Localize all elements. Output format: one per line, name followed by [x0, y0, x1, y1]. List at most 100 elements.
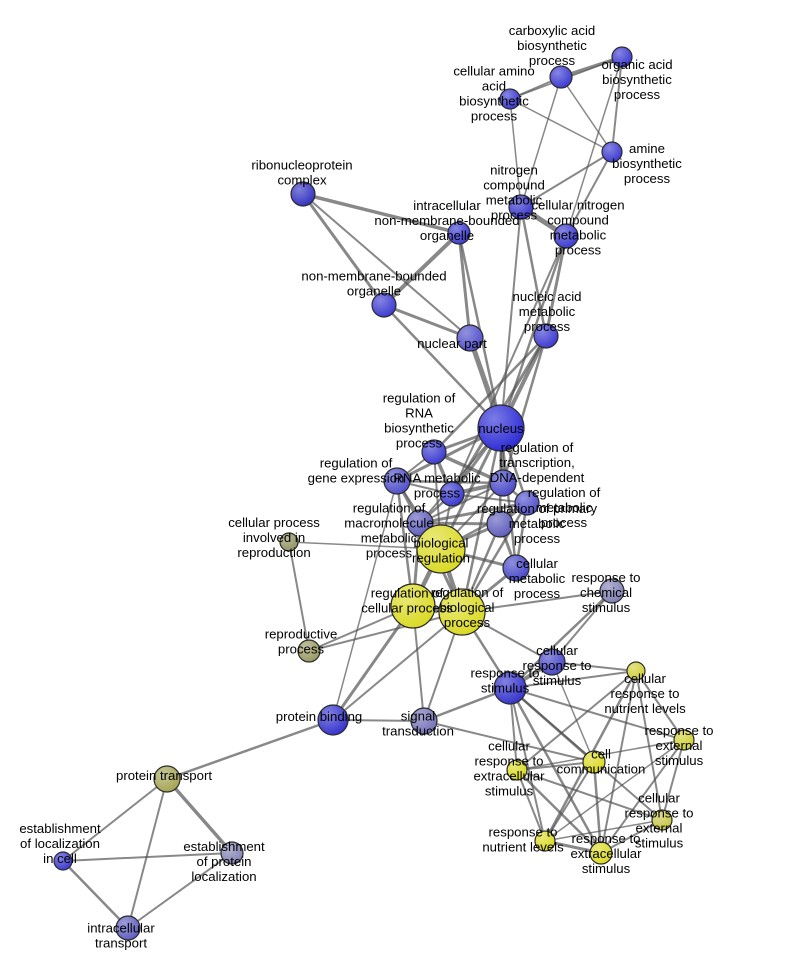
- edge-cellular-response-to-nutrient-levels--response-to-external-stimulus: [635, 670, 685, 741]
- edge-cell-communication--signal-transduction: [423, 720, 595, 763]
- node-intracellular-non-membrane-bounded-organelle[interactable]: [447, 221, 471, 245]
- label-nuclear-part: nuclear part: [417, 336, 487, 351]
- node-organic-acid-biosynthetic-process[interactable]: [611, 46, 633, 68]
- node-establishment-of-protein-localization[interactable]: [220, 841, 244, 865]
- edge-establishment-of-protein-localization--intracellular-transport: [127, 852, 233, 929]
- node-cellular-response-to-nutrient-levels[interactable]: [626, 661, 646, 681]
- node-regulation-of-gene-expression[interactable]: [383, 467, 411, 495]
- node-regulation-of-rna-biosynthetic-process[interactable]: [421, 439, 447, 465]
- node-regulation-of-metabolic-process[interactable]: [514, 490, 540, 516]
- node-amine-biosynthetic-process[interactable]: [601, 141, 623, 163]
- node-cellular-response-to-external-stimulus[interactable]: [651, 809, 673, 831]
- node-nucleic-acid-metabolic-process[interactable]: [533, 323, 559, 349]
- node-regulation-of-primary-metabolic-process[interactable]: [486, 510, 514, 538]
- edge-cellular-response-to-stimulus--cell-communication: [551, 661, 595, 763]
- edge-cellular-response-to-extracellular-stimulus--cellular-response-to-external-stimulus: [516, 769, 663, 821]
- node-reproductive-process[interactable]: [297, 639, 321, 663]
- node-ribonucleoprotein-complex[interactable]: [290, 181, 316, 207]
- edge-regulation-of-macromolecule-metabolic-process--regulation-of-metabolic-process: [418, 501, 529, 525]
- node-cellular-response-to-stimulus[interactable]: [538, 648, 566, 676]
- edge-response-to-stimulus--cellular-response-to-nutrient-levels: [509, 670, 637, 689]
- edge-cellular-process-involved-in-reproduction--biological-regulation: [288, 541, 442, 550]
- node-carboxylic-acid-biosynthetic-process[interactable]: [549, 65, 573, 89]
- edge-cellular-amino-acid-biosynthetic-process--nitrogen-compound-metabolic-process: [509, 98, 522, 208]
- edge-protein-binding--protein-transport: [165, 718, 335, 781]
- edge-cell-communication--response-to-nutrient-levels: [544, 761, 595, 842]
- node-non-membrane-bounded-organelle[interactable]: [371, 292, 397, 318]
- edge-amine-biosynthetic-process--nitrogen-compound-metabolic-process: [520, 151, 613, 208]
- node-cellular-metabolic-process[interactable]: [502, 554, 530, 582]
- edge-cellular-amino-acid-biosynthetic-process--amine-biosynthetic-process: [509, 98, 613, 153]
- edge-regulation-of-transcription-dna-dependent--regulation-of-macromolecule-metabolic-process: [419, 482, 504, 524]
- node-protein-binding[interactable]: [317, 704, 349, 736]
- node-regulation-of-biological-process[interactable]: [438, 588, 486, 636]
- edge-nitrogen-compound-metabolic-process--nucleus: [500, 206, 522, 429]
- edge-non-membrane-bounded-organelle--nuclear-part: [382, 303, 472, 340]
- node-cellular-response-to-extracellular-stimulus[interactable]: [506, 759, 528, 781]
- edge-response-to-chemical-stimulus--response-to-stimulus: [508, 589, 614, 690]
- edge-cell-communication--cellular-response-to-extracellular-stimulus: [516, 761, 595, 771]
- edge-nucleic-acid-metabolic-process--regulation-of-transcription-dna-dependent: [501, 334, 548, 485]
- edge-protein-transport--intracellular-transport: [127, 778, 168, 929]
- edge-cellular-response-to-nutrient-levels--response-to-extracellular-stimulus: [600, 670, 637, 854]
- node-response-to-nutrient-levels[interactable]: [534, 830, 556, 852]
- edge-establishment-of-localization-in-cell--establishment-of-protein-localization: [62, 852, 233, 862]
- edge-protein-binding--regulation-of-biological-process: [332, 611, 463, 721]
- node-regulation-of-transcription-dna-dependent[interactable]: [489, 469, 517, 497]
- node-cell-communication[interactable]: [582, 750, 606, 774]
- node-cellular-nitrogen-compound-metabolic-process[interactable]: [553, 223, 579, 249]
- node-nucleus[interactable]: [477, 404, 525, 452]
- edge-organic-acid-biosynthetic-process--cellular-nitrogen-compound-metabolic-process: [565, 56, 623, 237]
- edge-cellular-process-involved-in-reproduction--reproductive-process: [288, 541, 310, 652]
- node-intracellular-transport[interactable]: [115, 915, 141, 941]
- node-rna-metabolic-process[interactable]: [439, 481, 465, 507]
- node-establishment-of-localization-in-cell[interactable]: [53, 851, 73, 871]
- node-regulation-of-cellular-process[interactable]: [390, 583, 436, 629]
- edge-nitrogen-compound-metabolic-process--nucleic-acid-metabolic-process: [519, 205, 548, 338]
- node-nitrogen-compound-metabolic-process[interactable]: [508, 194, 534, 220]
- edge-reproductive-process--regulation-of-biological-process: [308, 611, 463, 652]
- node-nuclear-part[interactable]: [456, 324, 484, 352]
- node-cellular-process-involved-in-reproduction[interactable]: [279, 532, 299, 552]
- edge-carboxylic-acid-biosynthetic-process--nitrogen-compound-metabolic-process: [520, 76, 562, 208]
- edge-response-to-stimulus--response-to-external-stimulus: [509, 687, 685, 741]
- node-cellular-amino-acid-biosynthetic-process[interactable]: [499, 88, 521, 110]
- edge-response-to-chemical-stimulus--cellular-response-to-stimulus: [551, 590, 613, 663]
- edge-amine-biosynthetic-process--cellular-nitrogen-compound-metabolic-process: [565, 151, 613, 237]
- node-response-to-extracellular-stimulus[interactable]: [589, 841, 613, 865]
- edge-intracellular-non-membrane-bounded-organelle--nuclear-part: [457, 231, 472, 340]
- edge-ribonucleoprotein-complex--nuclear-part: [302, 193, 471, 339]
- node-biological-regulation[interactable]: [416, 524, 466, 574]
- node-protein-transport[interactable]: [153, 765, 181, 793]
- edge-cell-communication--response-to-extracellular-stimulus: [592, 760, 603, 855]
- node-response-to-external-stimulus[interactable]: [673, 729, 695, 751]
- node-response-to-chemical-stimulus[interactable]: [599, 578, 625, 604]
- edge-cellular-nitrogen-compound-metabolic-process--nucleic-acid-metabolic-process: [544, 234, 568, 338]
- node-response-to-stimulus[interactable]: [493, 671, 527, 705]
- node-signal-transduction[interactable]: [410, 707, 438, 735]
- edge-cellular-response-to-extracellular-stimulus--response-to-extracellular-stimulus: [515, 768, 603, 855]
